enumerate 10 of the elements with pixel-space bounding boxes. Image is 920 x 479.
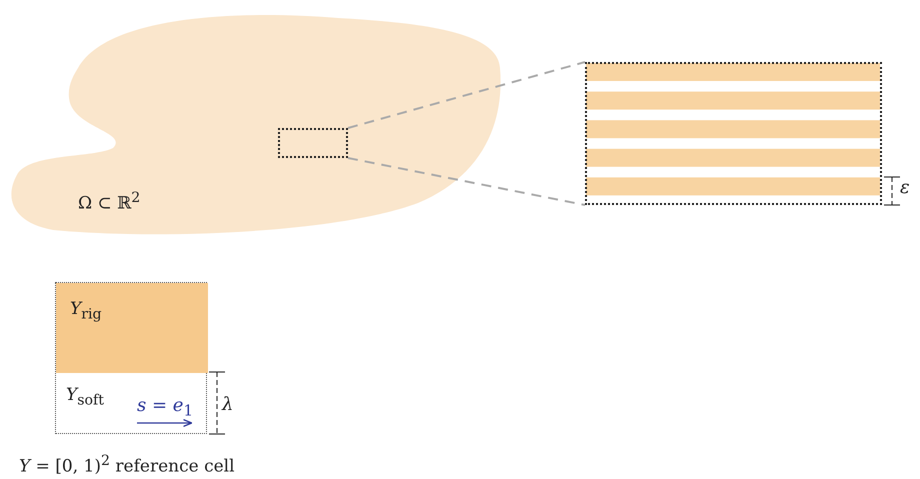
region-label: Y$_{rig}$ [70,299,102,322]
domain-label: Ω ⊂ ℝ$^{2}$ [78,190,140,214]
zoom-line [347,61,586,206]
zoom-frame [278,128,348,158]
cell-caption: Y = [0, 1)$^{2}$ reference cell [19,453,235,477]
region-label: Y$_{soft}$ [66,385,104,408]
direction-label: s = e$_{1}$ [137,395,193,420]
dimension-label: ε [900,177,910,198]
rigid-region [56,283,208,373]
dimension-label: λ [222,394,234,415]
